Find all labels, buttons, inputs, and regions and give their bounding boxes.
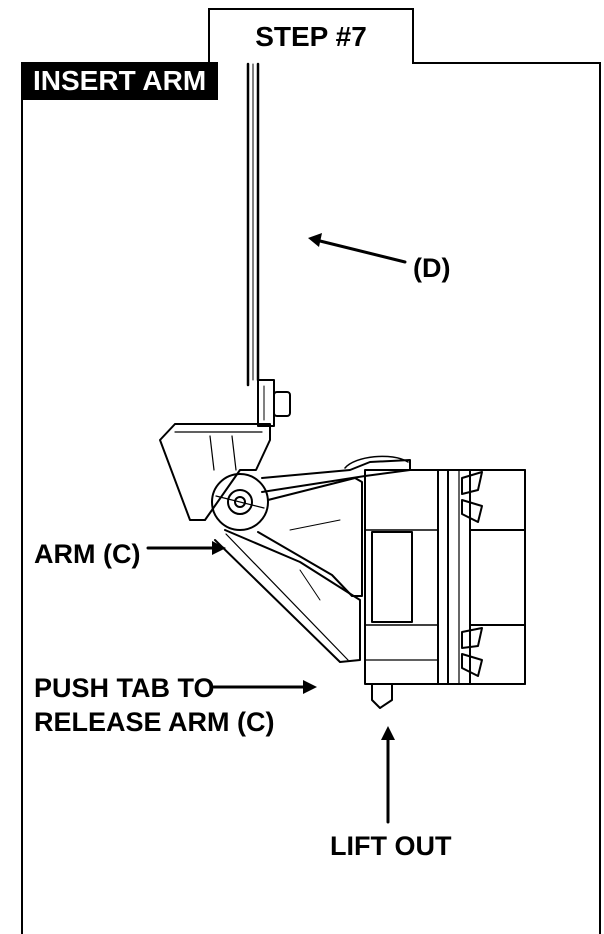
wing-nut-bottom [461, 627, 483, 677]
arrow-arm-c [146, 541, 226, 555]
callout-push-tab-line1: PUSH TAB TO [34, 673, 215, 703]
rod-d [246, 62, 260, 387]
main-housing [364, 469, 526, 685]
arrow-push-tab [212, 680, 317, 694]
arrow-lift-out [381, 726, 395, 824]
mount-bracket [159, 423, 271, 521]
step-label: STEP #7 [255, 21, 367, 52]
callout-push-tab: PUSH TAB TO RELEASE ARM (C) [34, 672, 275, 738]
callout-part-d: (D) [413, 252, 450, 284]
release-tab [371, 683, 393, 709]
wing-nut-top [461, 471, 483, 523]
section-title: INSERT ARM [33, 65, 207, 96]
step-tab: STEP #7 [208, 8, 414, 64]
callout-lift-out-text: LIFT OUT [330, 831, 452, 861]
callout-part-d-text: (D) [413, 253, 451, 283]
arrow-part-d [308, 233, 407, 264]
callout-arm-c-text: ARM (C) [34, 539, 141, 569]
callout-push-tab-line2: RELEASE ARM (C) [34, 707, 275, 737]
link-bar [261, 455, 411, 493]
arm-c [214, 477, 363, 663]
callout-arm-c: ARM (C) [34, 538, 140, 570]
rod-clamp [257, 379, 291, 427]
callout-lift-out: LIFT OUT [330, 830, 451, 862]
section-label: INSERT ARM [21, 62, 219, 100]
hinge-wheel [211, 473, 269, 531]
